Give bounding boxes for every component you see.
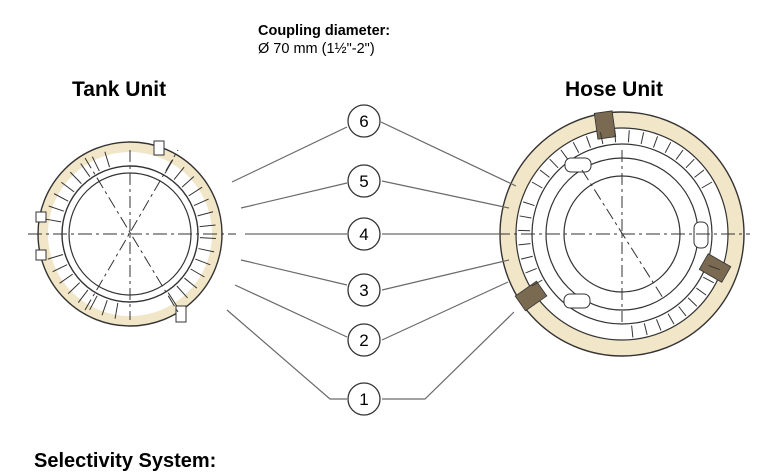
position-6: 6 xyxy=(348,105,380,137)
ring-tick xyxy=(679,306,686,315)
tank-unit-drawing xyxy=(28,141,236,326)
ring-tick xyxy=(68,283,80,294)
ring-tick xyxy=(168,293,177,306)
ring-tick xyxy=(696,288,706,295)
hose-unit-drawing xyxy=(496,111,750,356)
position-1: 1 xyxy=(348,383,380,415)
ring-tick xyxy=(628,130,629,142)
ring-tick xyxy=(523,202,534,206)
ring-tick xyxy=(70,172,81,184)
position-3-label: 3 xyxy=(359,281,368,300)
ring-tick xyxy=(60,274,73,283)
ring-tick xyxy=(550,159,558,168)
ring-tick xyxy=(656,319,660,330)
position-5-label: 5 xyxy=(359,172,368,191)
ring-tick xyxy=(668,314,674,324)
ring-tick xyxy=(61,182,74,192)
ring-tick xyxy=(184,278,196,288)
ring-tick xyxy=(540,170,549,177)
position-6-label: 6 xyxy=(359,112,368,131)
ring-tick xyxy=(703,277,714,283)
position-3: 3 xyxy=(348,274,380,306)
callout-lines xyxy=(227,122,516,399)
position-5: 5 xyxy=(348,165,380,197)
ring-tick xyxy=(520,216,532,218)
ring-tick xyxy=(686,159,694,168)
ring-tick xyxy=(586,136,590,147)
ring-tick xyxy=(177,286,188,298)
ring-tick xyxy=(632,325,633,337)
ring-tick xyxy=(561,150,568,160)
position-4-label: 4 xyxy=(359,225,368,244)
ring-tick xyxy=(81,164,90,177)
ring-tick xyxy=(532,182,542,188)
ring-tick xyxy=(644,323,647,335)
ring-tick xyxy=(182,176,194,187)
position-4: 4 xyxy=(348,218,380,250)
ring-tick xyxy=(702,182,712,188)
ring-tick xyxy=(641,132,643,144)
ring-tick xyxy=(519,244,531,245)
position-1-label: 1 xyxy=(359,390,368,409)
position-2-label: 2 xyxy=(359,331,368,350)
ring-tick xyxy=(78,290,88,303)
ring-tick xyxy=(688,298,697,306)
ring-tick xyxy=(521,256,533,259)
ring-tick xyxy=(174,167,184,179)
ring-tick xyxy=(665,142,671,153)
ring-tick xyxy=(526,268,537,272)
ring-tick xyxy=(676,150,683,160)
ring-tick xyxy=(694,170,703,177)
selectivity-system-heading: Selectivity System: xyxy=(34,450,216,473)
position-markers: 6 5 4 3 2 1 xyxy=(348,105,380,415)
ring-tick xyxy=(653,136,657,147)
position-2: 2 xyxy=(348,324,380,356)
ring-tick xyxy=(573,142,579,153)
